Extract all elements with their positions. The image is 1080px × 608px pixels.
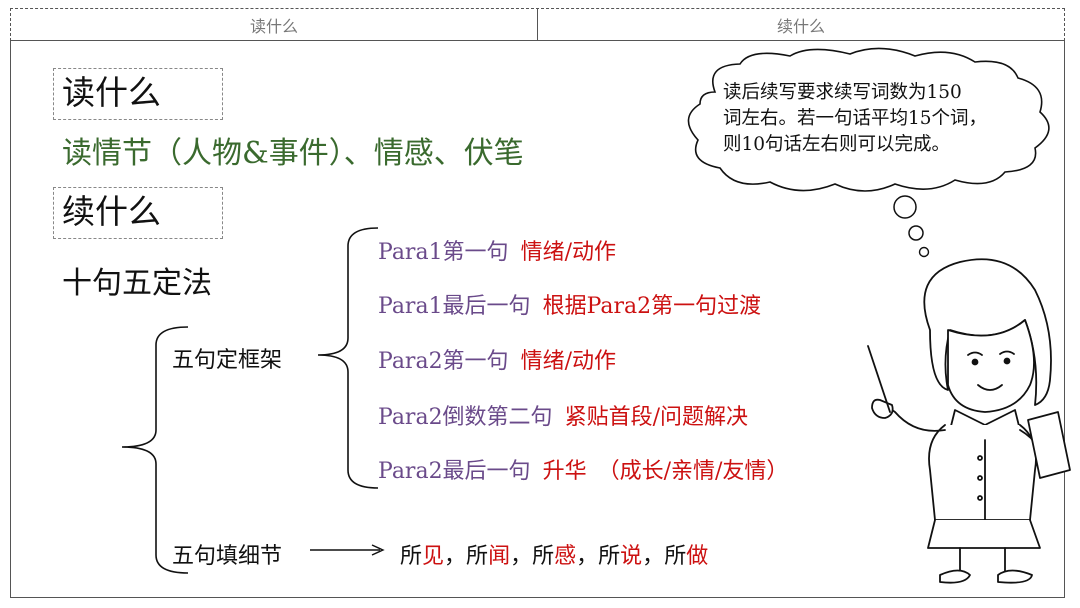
heading-read: 读什么: [53, 68, 223, 120]
cloud-text: 读后续写要求续写词数为150 词左右。若一句话平均15个词， 则10句话左右则可…: [723, 80, 1043, 158]
detail-word: 感: [554, 544, 577, 569]
detail-word: 见: [422, 544, 445, 569]
details-line: 所见，所闻，所感，所说，所做: [400, 538, 708, 570]
frame-row-key: Para2倒数第二句: [378, 405, 553, 430]
detail-sep: ，: [510, 544, 533, 569]
frame-row-key: Para1最后一句: [378, 294, 531, 319]
tab-read[interactable]: 读什么: [249, 16, 298, 36]
frame-row-key: Para2最后一句: [378, 459, 531, 484]
cloud-line: 词左右。若一句话平均15个词，: [723, 108, 988, 129]
slide: [10, 40, 1065, 598]
cloud-line: 则10句话左右则可以完成。: [723, 134, 951, 155]
fill-label: 五句填细节: [172, 544, 283, 569]
frame-row-value: 紧贴首段/问题解决: [564, 405, 748, 430]
frame-row: Para2倒数第二句紧贴首段/问题解决: [378, 399, 748, 431]
detail-word: 闻: [488, 544, 511, 569]
frame-row: Para1第一句情绪/动作: [378, 234, 616, 266]
frame-row-key: Para2第一句: [378, 349, 509, 374]
frame-row-value: 情绪/动作: [520, 349, 616, 374]
frame-label: 五句定框架: [172, 348, 283, 373]
frame-row-value: 根据Para2第一句过渡: [542, 294, 762, 319]
method-title: 十句五定法: [62, 266, 212, 301]
detail-sep: ，: [576, 544, 599, 569]
frame-row-value: 情绪/动作: [520, 240, 616, 265]
frame-row: Para2第一句情绪/动作: [378, 343, 616, 375]
heading-read-text: 读什么: [62, 73, 161, 112]
detail-prefix: 所: [598, 544, 621, 569]
detail-word: 说: [620, 544, 643, 569]
detail-prefix: 所: [664, 544, 687, 569]
detail-word: 做: [686, 544, 709, 569]
frame-row-key: Para1第一句: [378, 240, 509, 265]
detail-prefix: 所: [466, 544, 489, 569]
detail-prefix: 所: [400, 544, 423, 569]
frame-row: Para2最后一句升华 （成长/亲情/友情）: [378, 453, 788, 485]
cloud-line: 读后续写要求续写词数为150: [723, 82, 962, 103]
heading-continue: 续什么: [53, 187, 223, 239]
tab-continue[interactable]: 续什么: [537, 9, 1064, 40]
read-content: 读情节（人物&事件）、情感、伏笔: [62, 136, 524, 171]
frame-row-value: 升华 （成长/亲情/友情）: [542, 459, 789, 484]
frame-row: Para1最后一句根据Para2第一句过渡: [378, 288, 761, 320]
detail-prefix: 所: [532, 544, 555, 569]
heading-continue-text: 续什么: [62, 192, 161, 231]
detail-sep: ，: [642, 544, 665, 569]
detail-sep: ，: [444, 544, 467, 569]
